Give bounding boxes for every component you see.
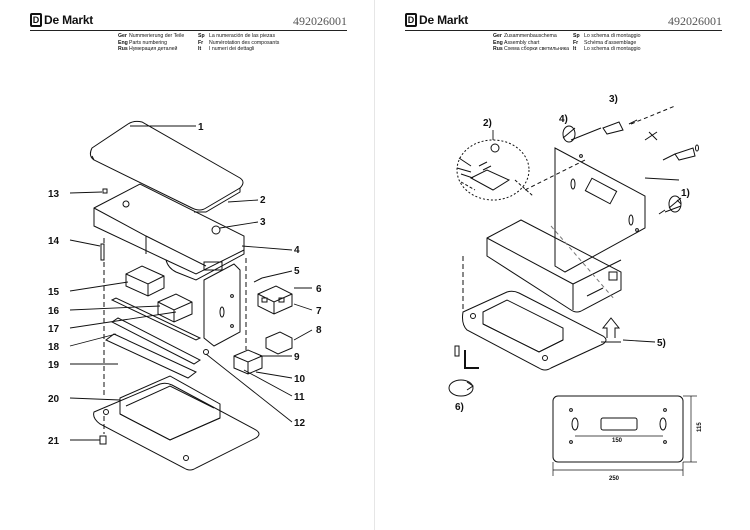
part-number-label: 3 — [260, 217, 266, 228]
part-number-label: 7 — [316, 306, 322, 317]
drill-marker-icon — [562, 125, 576, 143]
part-number-label: 20 — [48, 394, 60, 405]
part-number-label: 14 — [48, 236, 60, 247]
part-number-label: 8 — [316, 325, 322, 336]
part-number-label: 19 — [48, 360, 60, 371]
brand-logo: D De Markt — [405, 13, 468, 27]
logo-mark-icon: D — [405, 13, 417, 27]
screw-part — [203, 349, 209, 355]
allen-key-icon — [464, 350, 479, 369]
logo-mark-icon: D — [30, 13, 42, 27]
assembly-diagram: 1) 2) 3) 4) 5) 6) 150 250 115 — [448, 94, 703, 482]
cover-plate-part — [89, 120, 244, 213]
part-number-label: 5 — [294, 266, 300, 277]
dimension-label: 250 — [609, 476, 620, 482]
base-plate-part — [93, 375, 260, 471]
screw-part — [253, 277, 263, 283]
step-label: 3) — [609, 94, 618, 105]
screw-part — [99, 435, 107, 445]
housing-part — [93, 183, 245, 347]
screws-and-anchors — [570, 105, 699, 215]
part-number-label: 9 — [294, 352, 300, 363]
dimension-drawing — [552, 395, 697, 476]
header-line: RusСхема сборки светильника — [493, 46, 570, 53]
screw-part — [122, 200, 130, 208]
bracket-strip-part — [105, 333, 197, 379]
dimension-label: 150 — [612, 438, 623, 444]
step-label: 5) — [657, 338, 666, 349]
connector-part — [157, 293, 193, 323]
part-number-label: 11 — [294, 392, 305, 403]
up-arrow-icon — [601, 317, 621, 338]
part-number-label: 4 — [294, 245, 300, 256]
switch-part — [233, 349, 263, 375]
part-number-label: 18 — [48, 342, 60, 353]
step-label: 1) — [681, 188, 690, 199]
brand-name: De Markt — [44, 13, 94, 27]
wire-strip-part — [110, 297, 202, 341]
drill-marker-icon — [668, 195, 682, 213]
part-number-label: 16 — [48, 306, 60, 317]
wiring-detail — [456, 139, 534, 201]
base-plate — [462, 290, 607, 371]
screw-part — [102, 188, 108, 194]
part-number-label: 12 — [294, 418, 306, 429]
part-number-label: 10 — [294, 374, 306, 385]
clamp-part — [265, 331, 293, 355]
lamp-body — [486, 219, 622, 313]
terminal-block-part — [257, 285, 293, 315]
header-line: EngAssembly chart — [493, 39, 540, 46]
part-number-label: 21 — [48, 436, 60, 447]
header-line: RusНумерация деталей — [118, 46, 178, 53]
part-number-label: 13 — [48, 189, 60, 200]
rotation-arrow-icon — [448, 379, 474, 397]
leader-lines — [69, 125, 313, 441]
header-rule — [405, 30, 722, 31]
header-line: EngParts numbering — [118, 39, 168, 46]
wall-plate — [554, 147, 646, 273]
grommet-part — [211, 225, 221, 235]
page-divider — [374, 0, 375, 530]
mounting-strip-part — [111, 317, 201, 365]
driver-module-part — [125, 265, 165, 297]
part-number-label: 1 — [198, 122, 204, 133]
step-label: 4) — [559, 114, 568, 125]
brand-name: De Markt — [419, 13, 469, 27]
article-code: 492026001 — [668, 14, 722, 28]
pin-part — [100, 243, 105, 261]
exploded-parts-diagram: 1 2 3 4 5 6 7 8 9 10 11 12 13 14 15 16 1… — [48, 120, 322, 471]
part-number-label: 6 — [316, 284, 322, 295]
part-number-label: 2 — [260, 195, 266, 206]
brand-logo: D De Markt — [30, 13, 93, 27]
step-label: 2) — [483, 118, 492, 129]
header-rule — [30, 30, 347, 31]
dimension-label: 115 — [697, 422, 703, 432]
step-label: 6) — [455, 402, 464, 413]
article-code: 492026001 — [293, 14, 347, 28]
part-number-label: 15 — [48, 287, 60, 298]
part-number-label: 17 — [48, 324, 60, 335]
